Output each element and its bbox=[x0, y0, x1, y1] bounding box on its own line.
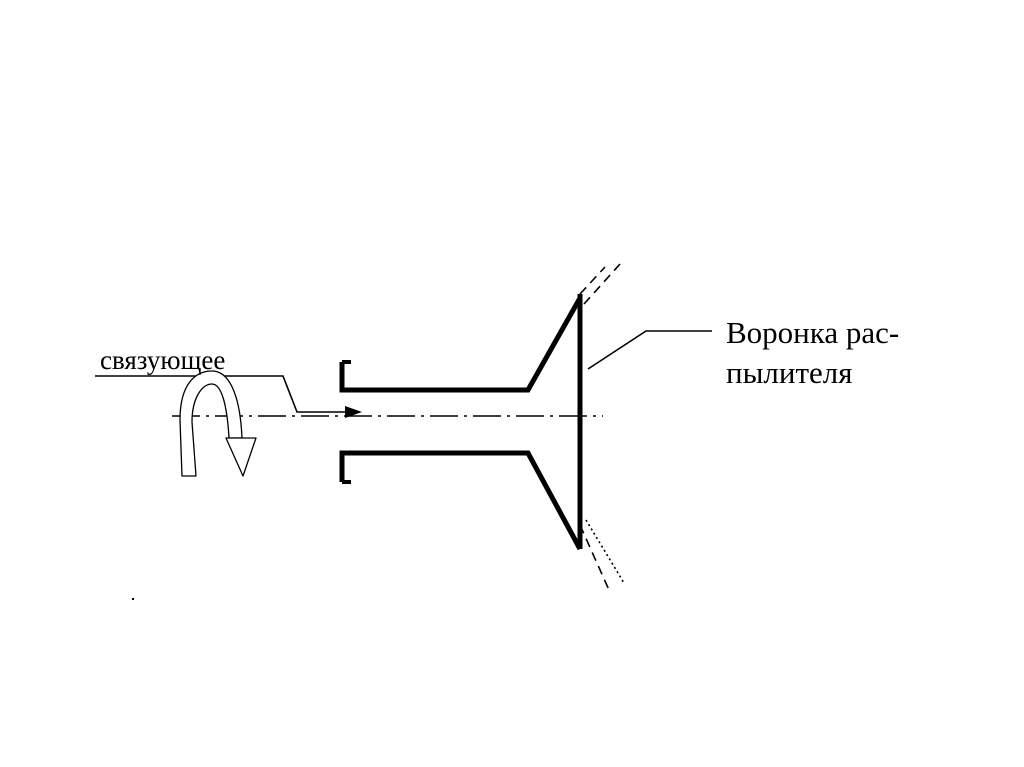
spray-line-lower-1 bbox=[579, 524, 610, 591]
funnel-leader-line bbox=[587, 330, 712, 370]
funnel-label: Воронка рас- пылителя bbox=[726, 313, 899, 393]
spray-line-upper-2 bbox=[583, 263, 621, 305]
funnel-lower-wall bbox=[339, 450, 583, 551]
funnel-label-line-2: пылителя bbox=[726, 355, 853, 390]
spray-line-upper-1 bbox=[579, 266, 606, 295]
spray-line-lower-2 bbox=[585, 519, 625, 584]
binder-leader-line bbox=[95, 375, 345, 413]
funnel-upper-wall bbox=[339, 296, 583, 393]
binder-label: связующее bbox=[100, 345, 226, 375]
funnel-label-line-1: Воронка рас- bbox=[726, 315, 900, 350]
flow-arrowhead bbox=[345, 406, 362, 418]
scan-speck bbox=[132, 598, 134, 600]
rotation-arrow-icon bbox=[179, 370, 257, 477]
